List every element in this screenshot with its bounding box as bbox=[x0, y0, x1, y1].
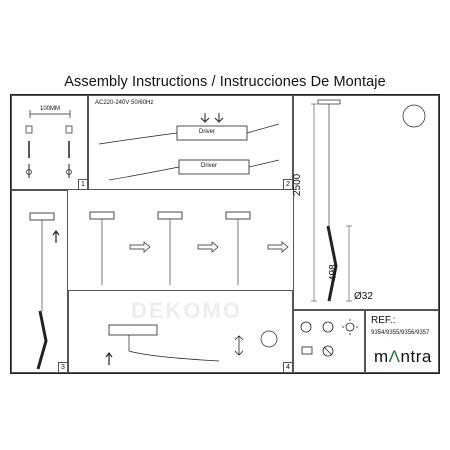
panel-1: 100MM 1 bbox=[11, 95, 88, 190]
lamp-height-dimension: 498 bbox=[328, 264, 339, 281]
panel-number: 4 bbox=[283, 362, 292, 372]
instruction-sheet: 100MM 1 AC220-240V 50/60Hz Driver Driver… bbox=[10, 94, 440, 374]
reference-codes: 9354/9355/9356/9357 bbox=[371, 330, 430, 336]
ceiling-canopy-steps bbox=[89, 211, 289, 285]
driver-label-top: Driver bbox=[199, 129, 215, 135]
product-dimension-drawing bbox=[311, 99, 426, 302]
voltage-label: AC220-240V 50/60Hz bbox=[95, 100, 154, 106]
watermark: DEKOMO bbox=[131, 298, 242, 323]
care-icons-panel bbox=[293, 310, 365, 373]
bulb-icon bbox=[300, 321, 312, 333]
panel-number: 1 bbox=[78, 179, 87, 189]
panel-number: 2 bbox=[283, 179, 292, 189]
no-water-icon bbox=[322, 345, 334, 357]
panel-3-steps bbox=[68, 190, 293, 290]
mounting-distance-label: 100MM bbox=[40, 106, 61, 112]
brand-logo: mΛntra bbox=[374, 347, 432, 367]
sun-icon bbox=[342, 319, 358, 335]
driver-label-bottom: Driver bbox=[201, 163, 217, 169]
driver-wiring-illustration bbox=[98, 113, 280, 181]
cleaning-icon bbox=[301, 346, 313, 355]
pendant-hanging-illustration bbox=[29, 212, 60, 370]
panel-number: 3 bbox=[58, 362, 67, 372]
reference-label: REF.: bbox=[371, 315, 396, 326]
dimension-panel: 2500 498 Ø32 bbox=[292, 95, 439, 310]
panel-3: 3 bbox=[11, 190, 68, 373]
reference-panel: REF.: 9354/9355/9356/9357 mΛntra bbox=[365, 310, 439, 373]
diameter-dimension: Ø32 bbox=[354, 291, 373, 302]
panel-2: AC220-240V 50/60Hz Driver Driver 2 bbox=[88, 95, 293, 190]
page-title: Assembly Instructions / Instrucciones De… bbox=[64, 74, 386, 90]
lamp-icon bbox=[322, 321, 334, 333]
panel-4: 4 bbox=[68, 290, 293, 373]
brand-a-mark: Λ bbox=[388, 347, 401, 366]
brand-name-start: m bbox=[374, 347, 389, 366]
care-icons bbox=[300, 319, 358, 357]
canopy-fixing-illustration bbox=[105, 324, 278, 365]
total-height-dimension: 2500 bbox=[292, 173, 303, 196]
mounting-screws-illustration bbox=[25, 110, 73, 178]
brand-name-end: ntra bbox=[400, 347, 432, 366]
